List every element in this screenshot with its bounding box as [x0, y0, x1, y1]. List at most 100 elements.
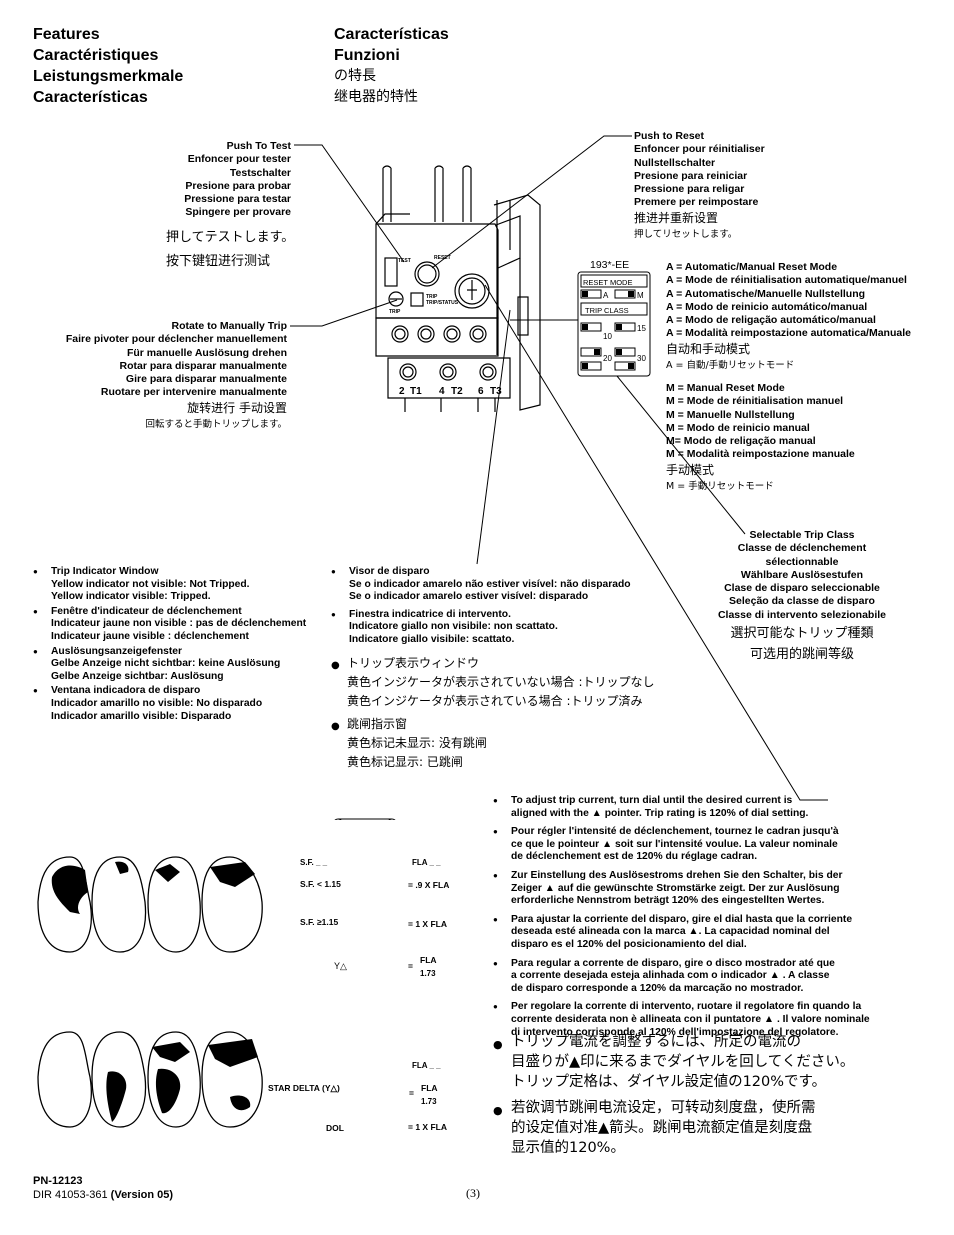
- ptt-line: Testschalter: [229, 166, 291, 179]
- world-map-icon-north-america: [37, 856, 263, 953]
- indicator-line: Indicateur jaune visible : déclenchement: [51, 630, 249, 642]
- indicator-item: 跳闸指示窗 黄色标记未显示: 没有跳闸 黄色标记显示: 已跳闸: [331, 715, 711, 772]
- tc-line: Wählbare Auslösestufen: [740, 568, 864, 581]
- dip-model: 193*-EE: [590, 259, 629, 271]
- label-trip-status: TRIP/STATUS: [426, 300, 459, 306]
- indicator-item: Auslösungsanzeigefenster Gelbe Anzeige n…: [33, 646, 333, 684]
- adjust-item: Para regular a corrente de disparo, gire…: [493, 958, 913, 996]
- dip-panel-labels: 193*-EE RESET MODE A M TRIP CLASS 10 15 …: [583, 259, 646, 363]
- dial-bottom-den: 1.73: [421, 1097, 437, 1106]
- adjust-line: Para ajustar la corriente del disparo, g…: [511, 913, 853, 925]
- adjust-line: Per regolare la corrente di intervento, …: [511, 1001, 862, 1013]
- heading-it: Funzioni: [334, 47, 400, 64]
- indicator-item: Trip Indicator Window Yellow indicator n…: [33, 566, 333, 604]
- tc-line: sélectionnable: [765, 555, 839, 568]
- leader-push-to-reset: [431, 135, 632, 269]
- footer-doc: DIR 41053-361 (Version 05): [33, 1188, 173, 1202]
- indicator-line: Indicateur jaune non visible : pas de dé…: [51, 618, 307, 630]
- heading-ja: の特長: [334, 68, 376, 84]
- dip-m: M: [637, 291, 644, 300]
- terminal-6: 6: [478, 386, 484, 397]
- ptt-zh: 按下键钮进行测试: [166, 254, 271, 269]
- ptr-ja: 押してリセットします。: [634, 228, 738, 240]
- ptr-line: Push to Reset: [634, 130, 705, 142]
- terminal-4: 4: [439, 386, 445, 397]
- rot-line: Rotar para disparar manualmente: [119, 359, 287, 372]
- header-left: Features Caractéristiques Leistungsmerkm…: [33, 24, 183, 108]
- rot-ja: 回転すると手動トリップします。: [145, 418, 287, 430]
- indicator-title: トリップ表示ウィンドウ: [347, 656, 480, 670]
- dial-top-row-value: = .9 X FLA: [408, 880, 450, 890]
- adjust-line: Pour régler l'intensité de déclenchement…: [511, 826, 839, 838]
- terminal-labels: 2 T1 4 T2 6 T3: [399, 386, 502, 397]
- ptt-ja: 押してテストします。: [166, 230, 295, 245]
- relay-body: [375, 165, 541, 412]
- rot-line: Ruotare per intervenire manualmente: [100, 386, 287, 399]
- indicator-title: Fenêtre d'indicateur de déclenchement: [51, 605, 242, 617]
- dip-a: A: [603, 291, 609, 300]
- rotate-label: Rotate to Manually Trip Faire pivoter po…: [66, 320, 287, 432]
- ptt-line: Push To Test: [226, 140, 291, 152]
- heading-pt: Características: [334, 26, 449, 43]
- rot-line: Für manuelle Auslösung drehen: [126, 346, 287, 359]
- adjust-line: 若欲调节跳闸电流设定，可转动刻度盘，使所需: [511, 1100, 816, 1116]
- ar-line: A = Mode de réinitialisation automatique…: [666, 274, 907, 287]
- rot-zh: 旋转进行 手动设置: [187, 400, 287, 415]
- adjust-line: Zur Einstellung des Auslösestroms drehen…: [511, 869, 843, 881]
- ar-line: A = Modo de reinicio automático/manual: [666, 300, 868, 313]
- dip-class-20: 20: [603, 354, 612, 363]
- dial-diagram-top: [334, 818, 396, 820]
- dial-bottom-row-value: = 1 X FLA: [408, 1122, 447, 1132]
- indicator-title: Auslösungsanzeigefenster: [51, 645, 183, 657]
- dial-bottom-num: FLA: [421, 1083, 438, 1093]
- tc-line: Selectable Trip Class: [749, 529, 855, 541]
- ar-line: A = Automatic/Manual Reset Mode: [666, 261, 838, 273]
- dial-top-num: FLA: [420, 955, 437, 965]
- leader-push-to-test: [294, 144, 405, 263]
- terminal-t3: T3: [490, 386, 502, 397]
- tc-line: Classe de déclenchement: [737, 542, 867, 555]
- adjust-line: Para regular a corrente de disparo, gire…: [511, 957, 835, 969]
- dip-switch-knobs: [582, 291, 634, 369]
- footer-version: (Version 05): [110, 1189, 174, 1201]
- dip-switch-panel: [577, 271, 651, 377]
- indicator-title: 跳闸指示窗: [347, 717, 408, 731]
- terminal-2: 2: [399, 386, 405, 397]
- adjust-line: 的设定值对准▲箭头。跳闸电流额定值是刻度盘: [511, 1120, 813, 1136]
- trip-class-label: Selectable Trip Class Classe de déclench…: [697, 529, 907, 665]
- indicator-title: Ventana indicadora de disparo: [51, 685, 201, 697]
- indicator-line: Yellow indicator not visible: Not Trippe…: [51, 578, 250, 590]
- dial-top-fla: FLA _ _: [412, 858, 441, 867]
- indicator-line: Indicatore giallo visibile: scattato.: [349, 633, 515, 645]
- mr-zh: 手动模式: [666, 462, 715, 477]
- label-reset: RESET: [434, 255, 451, 261]
- dip-reset-mode: RESET MODE: [583, 278, 632, 287]
- adjust-line: 显示值的120%。: [511, 1140, 625, 1156]
- ptt-line: Spingere per provare: [185, 206, 291, 219]
- adjust-item: To adjust trip current, turn dial until …: [493, 795, 913, 820]
- leader-trip-indicator: [476, 309, 511, 565]
- adjust-line: deseada esté alineada con la marca ▲. La…: [511, 926, 830, 938]
- indicator-line: 黄色标记显示: 已跳闸: [347, 755, 463, 769]
- push-to-test-label: Push To Test Enfoncer pour tester Testsc…: [184, 140, 291, 220]
- adjust-line: To adjust trip current, turn dial until …: [511, 795, 793, 806]
- adjust-line: トリップ定格は、ダイヤル設定値の120%です。: [511, 1074, 827, 1090]
- leader-rotate: [290, 299, 398, 327]
- indicator-line: Indicatore giallo non visibile: non scat…: [349, 621, 558, 633]
- dip-class-15: 15: [637, 324, 646, 333]
- adjust-line: Zeiger ▲ auf die gewünschte Stromstärke …: [511, 882, 840, 894]
- indicator-item: Ventana indicadora de disparo Indicador …: [33, 685, 333, 723]
- ptr-line: Presione para reiniciar: [634, 169, 748, 182]
- header-right: Características Funzioni の特長 继电器的特性: [334, 24, 449, 108]
- adjust-item: 若欲调节跳闸电流设定，可转动刻度盘，使所需 的设定值对准▲箭头。跳闸电流额定值是…: [493, 1098, 923, 1158]
- trip-indicator-left: Trip Indicator Window Yellow indicator n…: [33, 566, 333, 725]
- indicator-item: Fenêtre d'indicateur de déclenchement In…: [33, 606, 333, 644]
- dial-bottom-row-label: STAR DELTA (Y△): [268, 1083, 340, 1093]
- mr-line: M = Mode de réinitialisation manuel: [666, 395, 844, 408]
- push-to-reset-label: Push to Reset Enfoncer pour réinitialise…: [634, 130, 765, 242]
- label-trip-2: TRIP: [426, 294, 438, 300]
- rot-line: Faire pivoter pour déclencher manuelleme…: [65, 333, 287, 346]
- heading-zh: 继电器的特性: [334, 89, 418, 105]
- indicator-line: Gelbe Anzeige nicht sichtbar: keine Ausl…: [51, 658, 281, 670]
- heading-de: Leistungsmerkmale: [33, 68, 184, 85]
